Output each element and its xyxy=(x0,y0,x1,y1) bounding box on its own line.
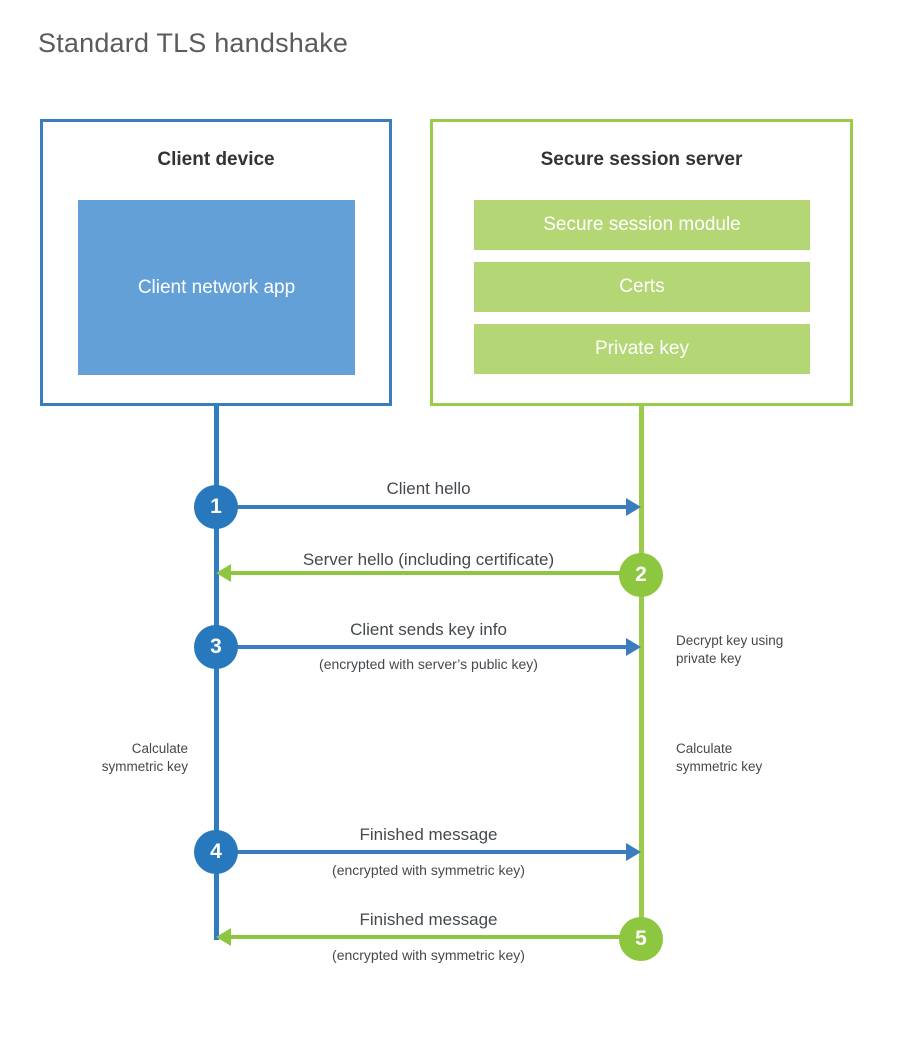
step-3-circle: 3 xyxy=(194,625,238,669)
step-4-sublabel: (encrypted with symmetric key) xyxy=(332,862,525,878)
server-block-secure-session-module: Secure session module xyxy=(474,200,810,250)
step-5-arrow-head-icon xyxy=(216,928,231,946)
client-lifeline xyxy=(214,406,219,940)
secure-session-server-box: Secure session server Secure session mod… xyxy=(430,119,853,406)
server-lifeline xyxy=(639,406,644,939)
step-3-label: Client sends key info xyxy=(350,620,507,639)
step-4-arrow-head-icon xyxy=(626,843,641,861)
step-2-label: Server hello (including certificate) xyxy=(302,550,555,569)
step-2-arrow-head-icon xyxy=(216,564,231,582)
step-4-label: Finished message xyxy=(359,825,498,844)
step-5-sublabel: (encrypted with symmetric key) xyxy=(332,947,525,963)
step-1-arrow-line xyxy=(216,505,626,509)
step-4-circle: 4 xyxy=(194,830,238,874)
step-3-arrow-line xyxy=(216,645,626,649)
client-network-app-block: Client network app xyxy=(78,200,355,375)
server-block-private-key: Private key xyxy=(474,324,810,374)
step-3-sublabel: (encrypted with server’s public key) xyxy=(319,656,538,672)
step-1-arrow-head-icon xyxy=(626,498,641,516)
step-5-arrow-line xyxy=(231,935,641,939)
step-4-arrow-line xyxy=(216,850,626,854)
annotation-decrypt-key: Decrypt key using private key xyxy=(676,633,784,667)
step-1-circle: 1 xyxy=(194,485,238,529)
step-5-circle: 5 xyxy=(619,917,663,961)
client-device-box: Client device Client network app xyxy=(40,119,392,406)
step-5-label: Finished message xyxy=(359,910,498,929)
secure-session-server-title: Secure session server xyxy=(540,149,743,170)
step-2-arrow-line xyxy=(231,571,641,575)
annotation-calculate-symmetric-key-server: Calculate symmetric key xyxy=(676,741,763,775)
step-1-label: Client hello xyxy=(386,479,471,498)
page-title: Standard TLS handshake xyxy=(38,28,349,58)
server-block-certs: Certs xyxy=(474,262,810,312)
step-2-circle: 2 xyxy=(619,553,663,597)
step-3-arrow-head-icon xyxy=(626,638,641,656)
client-device-title: Client device xyxy=(157,149,275,170)
annotation-calculate-symmetric-key-client: Calculate symmetric key xyxy=(101,741,188,775)
